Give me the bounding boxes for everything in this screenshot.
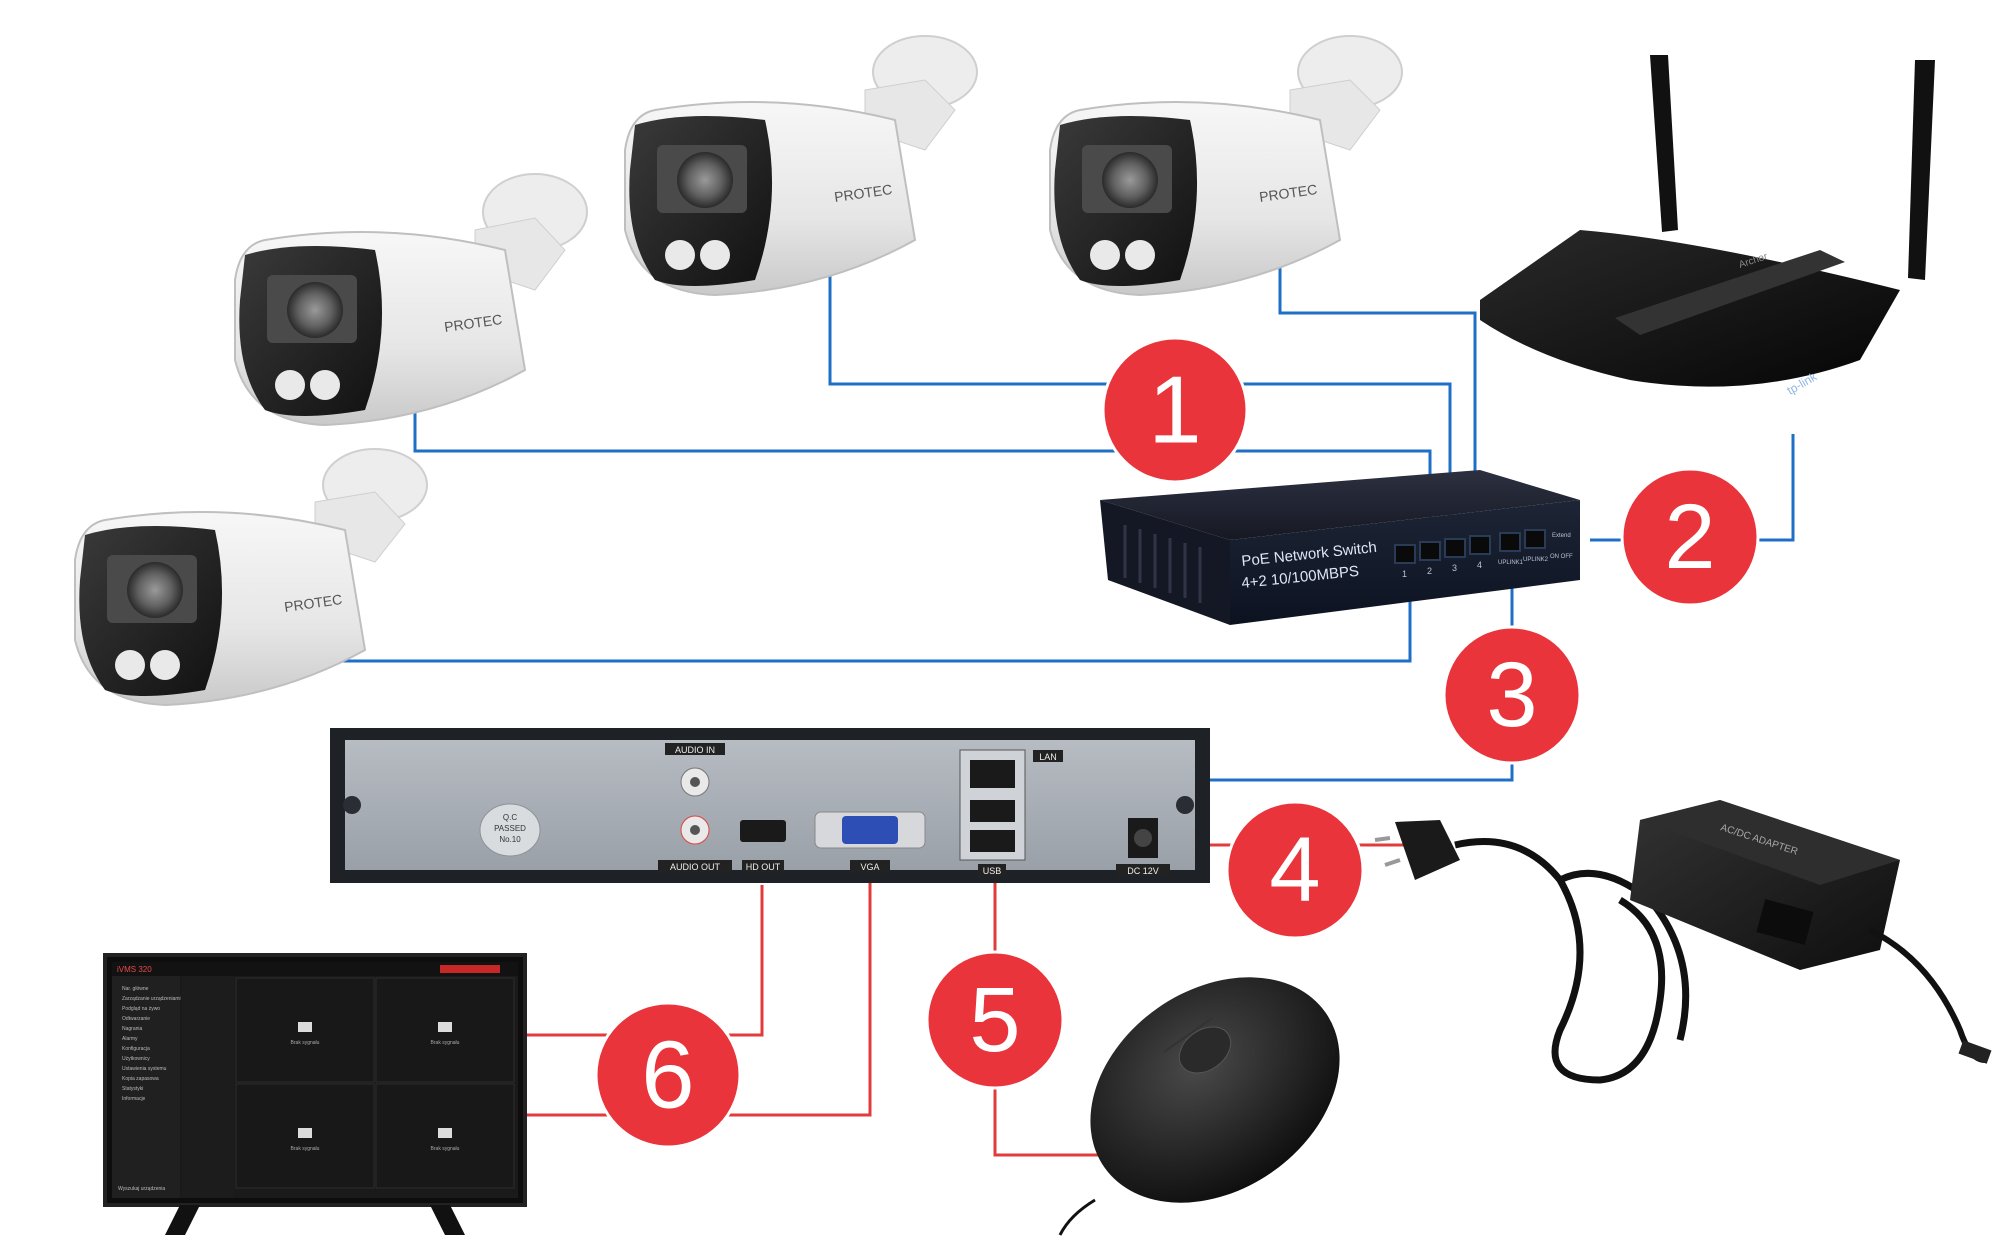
- monitor-menu-item: Nagrania: [122, 1026, 143, 1032]
- switch-port-label-2: 2: [1427, 566, 1432, 576]
- switch-port-2: [1419, 541, 1441, 561]
- step-marker-6: 6: [594, 1001, 742, 1149]
- qc-sticker-line2: PASSED: [494, 824, 526, 833]
- tile-caption: Brak sygnału: [431, 1040, 460, 1046]
- monitor-menu-item: Nar. główne: [122, 986, 149, 992]
- camera-bullet: PROTEC: [1049, 35, 1403, 297]
- step-number: 2: [1664, 486, 1715, 588]
- camera-bullet: PROTEC: [624, 35, 978, 297]
- usb-port-2: [970, 830, 1015, 852]
- dc-label: DC 12V: [1127, 866, 1159, 876]
- step-marker-4: 4: [1225, 800, 1365, 940]
- camera-offline-icon: [298, 1022, 312, 1032]
- monitor-menu-item: Informacje: [122, 1096, 146, 1102]
- tile-caption: Brak sygnału: [431, 1146, 460, 1152]
- monitor-menu-item: Statystyki: [122, 1086, 143, 1092]
- audio-out-label: AUDIO OUT: [670, 862, 721, 872]
- vga-port: [842, 816, 898, 844]
- monitor-menu-item: Ustawienia systemu: [122, 1066, 167, 1072]
- camera-bullet: PROTEC: [74, 448, 428, 707]
- switch-port-3: [1444, 538, 1466, 558]
- switch-port-label-3: 3: [1452, 563, 1457, 573]
- monitor-menu-item: Zarządzanie urządzeniami: [122, 996, 181, 1002]
- audio-in-label: AUDIO IN: [675, 745, 715, 755]
- usb-port-1: [970, 800, 1015, 822]
- usb-label: USB: [983, 866, 1002, 876]
- switch-uplink-2: [1524, 529, 1546, 549]
- power-adapter: AC/DC ADAPTER: [1630, 800, 1992, 1064]
- step-number: 6: [641, 1022, 694, 1129]
- step-marker-1: 1: [1101, 336, 1249, 484]
- usb-mouse: [1058, 977, 1340, 1236]
- switch-port-1: [1394, 544, 1416, 564]
- vga-label: VGA: [860, 862, 879, 872]
- step-marker-5: 5: [925, 950, 1065, 1090]
- camera-offline-icon: [438, 1128, 452, 1138]
- step-marker-2: 2: [1620, 467, 1760, 607]
- qc-sticker-line1: Q.C: [503, 813, 517, 822]
- monitor-menu-item: Podgląd na żywo: [122, 1006, 160, 1012]
- monitor-menu-item: Alarmy: [122, 1036, 138, 1042]
- switch-uplink-label-1: UPLINK1: [1498, 560, 1524, 566]
- monitor-footer: Wyszukaj urządzenia: [118, 1186, 165, 1192]
- step-number: 3: [1486, 644, 1537, 746]
- monitor-menu-item: Użytkownicy: [122, 1056, 150, 1062]
- switch-uplink-1: [1499, 532, 1521, 552]
- camera-offline-icon: [438, 1022, 452, 1032]
- monitor-menu-item: Odtwarzanie: [122, 1016, 150, 1022]
- adapter-socket: [1756, 899, 1814, 945]
- camera-bullet: PROTEC: [234, 173, 588, 427]
- switch-onoff-label: ON OFF: [1550, 554, 1573, 560]
- tile-caption: Brak sygnału: [291, 1146, 320, 1152]
- step-number: 5: [969, 969, 1020, 1071]
- switch-port-label-4: 4: [1477, 560, 1482, 570]
- hdmi-port: [740, 820, 786, 842]
- step-marker-3: 3: [1442, 625, 1582, 765]
- switch-uplink-label-2: UPLINK2: [1523, 557, 1549, 563]
- monitor-menu-item: Kopia zapasowa: [122, 1076, 159, 1082]
- tile-caption: Brak sygnału: [291, 1040, 320, 1046]
- qc-sticker-line3: No.10: [499, 835, 521, 844]
- monitor: iVMS 320 Nar. główne Zarządzanie urządze…: [103, 953, 527, 1235]
- poe-switch: PoE Network Switch 4+2 10/100MBPS 1 2 3 …: [1100, 470, 1580, 625]
- lan-port: [970, 760, 1015, 788]
- router: tp-link Archer: [1480, 55, 1935, 398]
- switch-port-4: [1469, 535, 1491, 555]
- monitor-menu-item: Konfiguracja: [122, 1046, 150, 1052]
- step-number: 4: [1269, 819, 1320, 921]
- cable-hdmi: [525, 885, 764, 1037]
- step-number: 1: [1148, 357, 1201, 464]
- switch-extend-label: Extend: [1552, 533, 1571, 539]
- cable-camera-4: [340, 580, 1412, 663]
- switch-port-label-1: 1: [1402, 569, 1407, 579]
- hd-out-label: HD OUT: [746, 862, 781, 872]
- nvr-recorder: Q.C PASSED No.10 AUDIO IN AUDIO OUT HD O…: [330, 728, 1210, 883]
- cable-camera-3: [1278, 256, 1477, 545]
- monitor-app-title: iVMS 320: [117, 965, 152, 974]
- camera-offline-icon: [298, 1128, 312, 1138]
- lan-label: LAN: [1039, 752, 1057, 762]
